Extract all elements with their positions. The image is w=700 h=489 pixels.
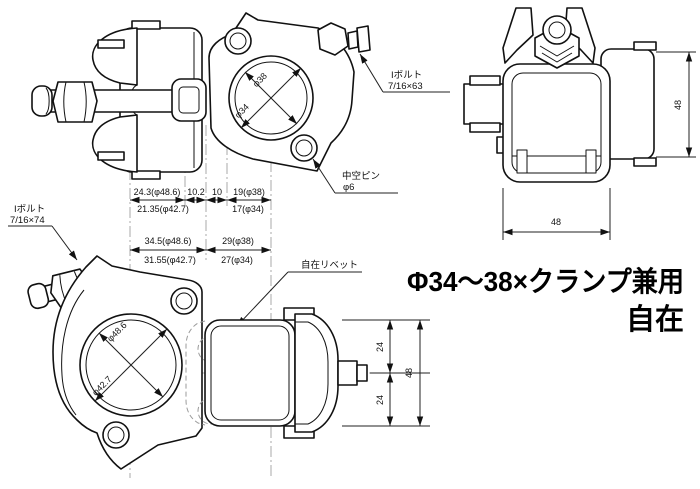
ibolt-63-size: 7/16×63 <box>388 81 423 92</box>
title-line2: 自在 <box>626 303 684 336</box>
hollow-pin-size: φ6 <box>343 182 354 193</box>
title-line1: Φ34〜38×クランプ兼用 <box>407 266 684 297</box>
ibolt-63-name: Iボルト <box>391 70 422 81</box>
bottom-assembly-view: φ48.6 φ42.7 24 24 48 <box>27 255 430 470</box>
dim-24-upper: 24 <box>375 342 385 352</box>
pipe-bore-inner-top <box>234 61 308 135</box>
dim-21-35: 21.35(φ42.7) <box>137 204 189 214</box>
ibolt-fork <box>502 7 596 69</box>
end-view: 48 48 <box>463 7 696 240</box>
dim-side-width: 48 <box>551 217 561 227</box>
saddle <box>502 63 611 183</box>
ibolt-74-size: 7/16×74 <box>10 215 45 226</box>
dimension-row-2: 34.5(φ48.6) 29(φ38) 31.55(φ42.7) 27(φ34) <box>130 236 271 265</box>
through-bolt <box>31 81 185 123</box>
hollow-pin-hole <box>290 134 318 162</box>
top-tab <box>131 20 161 30</box>
dim-48-total: 48 <box>404 368 414 378</box>
dim-19: 19(φ38) <box>233 187 265 197</box>
end-view-dims: 48 48 <box>502 51 696 240</box>
upper-jaw <box>91 27 138 86</box>
bottom-tab <box>131 170 161 180</box>
top-assembly-view: φ38 φ34 <box>31 12 371 180</box>
dim-10-2: 10.2 <box>187 187 205 197</box>
callout-ibolt-63: Iボルト 7/16×63 <box>359 53 450 93</box>
clamp2-body <box>204 319 296 427</box>
dimension-row-1: 24.3(φ48.6) 10.2 10 19(φ38) 21.35(φ42.7)… <box>130 187 271 214</box>
hex-nut <box>52 81 98 123</box>
bolt-hole <box>224 27 252 55</box>
front-plate-top-view: φ38 φ34 <box>208 12 371 172</box>
side-clamp-top-view <box>31 20 207 180</box>
front-view-dims: 24 24 48 <box>342 319 430 427</box>
dim-24-lower: 24 <box>375 395 385 405</box>
hollow-pin-hole-2 <box>102 421 130 449</box>
swivel-rivet-name: 自在リベット <box>301 259 358 271</box>
pipe-bore-inner-bottom <box>85 319 177 411</box>
callout-ibolt-74: Iボルト 7/16×74 <box>8 204 78 261</box>
ibolt-74-name: Iボルト <box>14 204 45 215</box>
dim-10: 10 <box>212 187 222 197</box>
bolt-stub <box>337 360 358 386</box>
callout-hollow-pin: 中空ピン φ6 <box>312 158 398 194</box>
jaw-piece <box>294 313 339 433</box>
dim-31-55: 31.55(φ42.7) <box>144 255 196 265</box>
side-clamp-bottom-view <box>185 307 368 439</box>
lower-jaw <box>91 114 138 173</box>
dim-34-5: 34.5(φ48.6) <box>145 236 192 246</box>
dim-24-3: 24.3(φ48.6) <box>134 187 181 197</box>
dim-29: 29(φ38) <box>222 236 254 246</box>
drawing-title: Φ34〜38×クランプ兼用 自在 <box>407 266 684 336</box>
dim-27: 27(φ34) <box>221 255 253 265</box>
callout-swivel-rivet: 自在リベット <box>236 259 362 327</box>
dim-side-height: 48 <box>673 100 683 110</box>
bolt-hole-2 <box>170 287 198 315</box>
hollow-pin-name: 中空ピン <box>342 170 380 182</box>
ibolt-63-graphic <box>317 22 371 56</box>
dim-17: 17(φ34) <box>232 204 264 214</box>
front-plate-bottom-view: φ48.6 φ42.7 <box>52 255 203 470</box>
